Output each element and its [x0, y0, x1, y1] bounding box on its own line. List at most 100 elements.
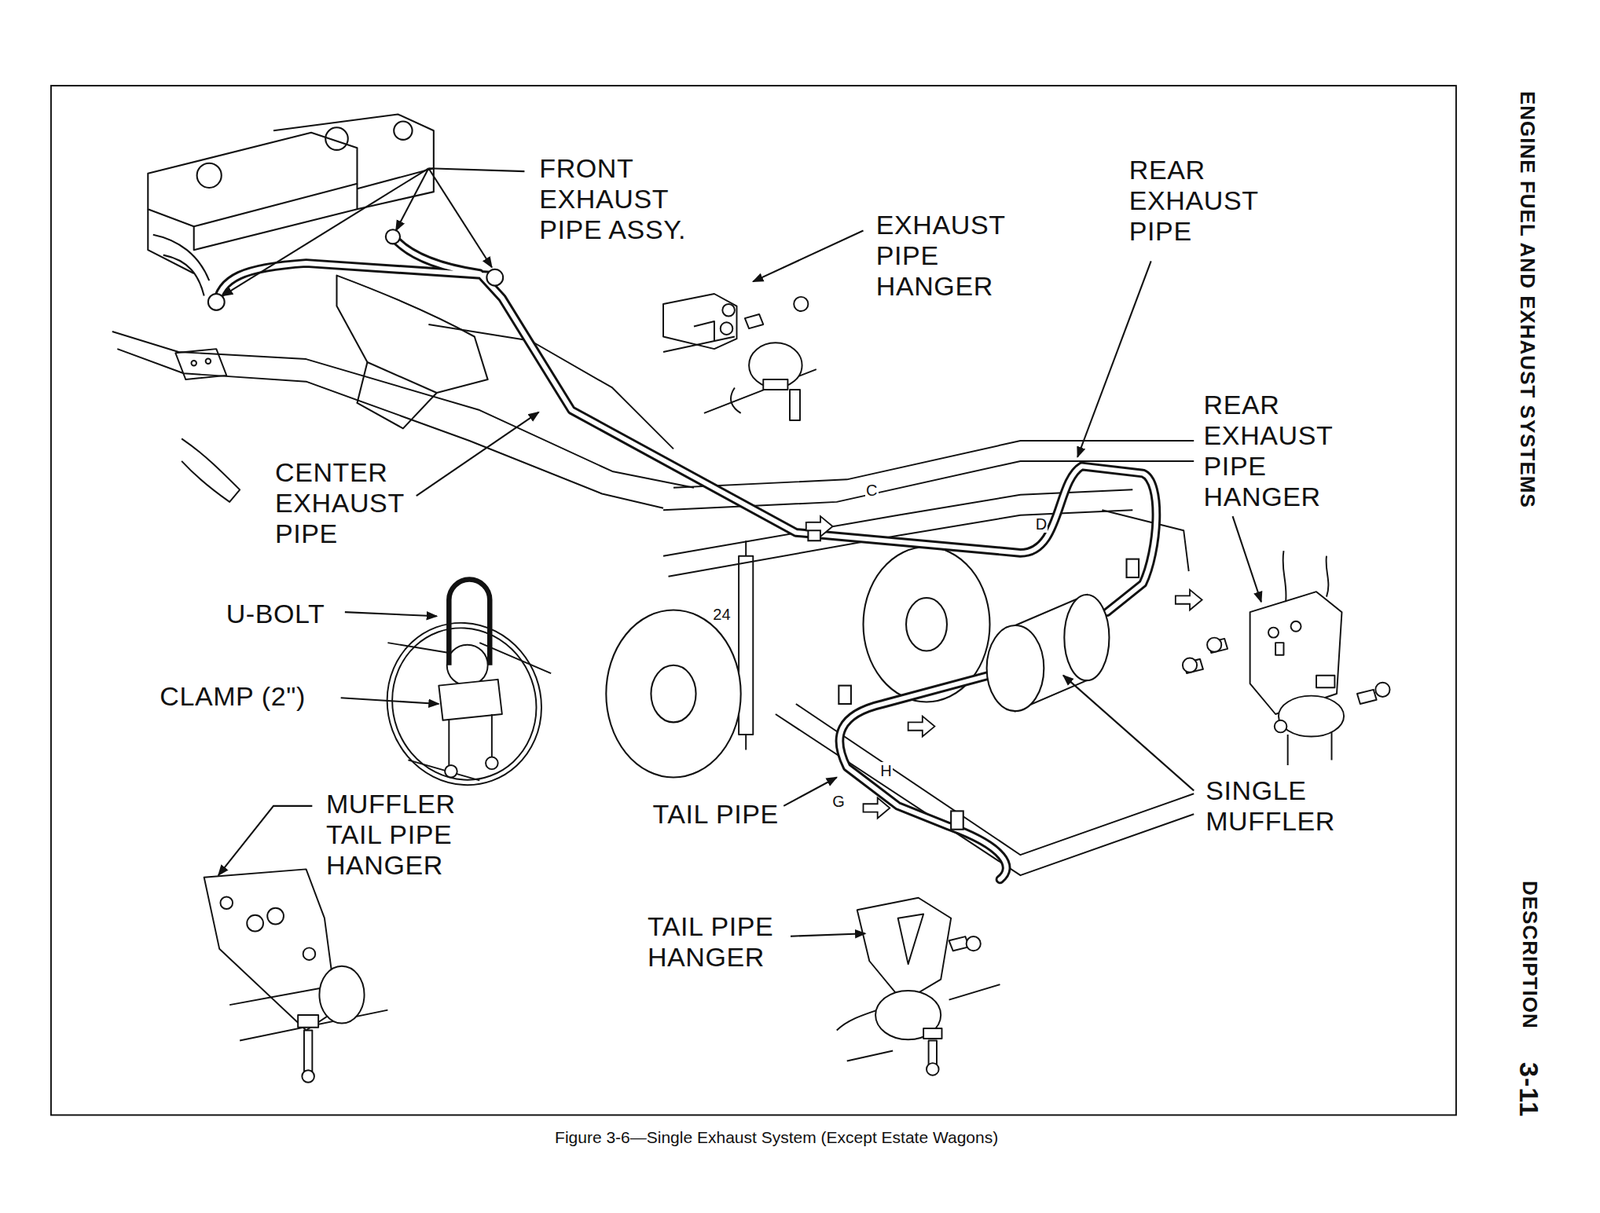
drawing-line: [898, 914, 924, 966]
drawing-line: [147, 209, 194, 274]
drawing-line: [370, 607, 558, 800]
drawing-line: [906, 598, 947, 652]
drawing-line: [220, 896, 233, 910]
part-label: REAR EXHAUST PIPE HANGER: [1202, 389, 1335, 513]
drawing-line: [393, 121, 412, 140]
drawing-line: [1274, 720, 1288, 734]
drawing-line: [838, 686, 852, 705]
leader-line: [428, 168, 492, 268]
drawing-line: [863, 797, 891, 819]
drawing-line: [216, 236, 1156, 880]
reference-letter: G: [831, 792, 846, 811]
drawing-line: [147, 132, 357, 227]
rear-exhaust-pipe-hanger-detail: [1182, 550, 1391, 766]
drawing-line: [175, 348, 227, 380]
page-number: 3-11: [1514, 1060, 1545, 1120]
drawing-line: [693, 321, 715, 342]
drawing-line: [720, 322, 734, 335]
drawing-line: [153, 234, 210, 281]
exhaust-pipes: [216, 236, 1156, 880]
leader-line: [218, 806, 312, 876]
drawing-line: [267, 908, 284, 925]
drawing-line: [325, 127, 349, 151]
drawing-line: [385, 229, 400, 244]
section-name: DESCRIPTION: [1518, 879, 1542, 1032]
drawing-line: [1375, 682, 1390, 698]
drawing-line: [301, 1070, 315, 1083]
drawing-line: [304, 1031, 312, 1072]
drawing-line: [789, 389, 800, 421]
drawing-line: [730, 387, 742, 413]
drawing-line: [387, 642, 551, 781]
drawing-line: [663, 293, 737, 349]
part-label: SINGLE MUFFLER: [1203, 775, 1337, 837]
figure-frame: [51, 85, 1457, 1116]
drawing-line: [950, 811, 964, 830]
drawing-line: [987, 625, 1045, 712]
drawing-line: [208, 293, 225, 311]
drawing-line: [1207, 638, 1222, 653]
drawing-line: [319, 966, 364, 1024]
drawing-line: [205, 358, 211, 364]
drawing-line: [1357, 689, 1377, 705]
drawing-line: [448, 714, 492, 768]
tail-pipe-hanger-detail: [836, 898, 1001, 1076]
drawing-line: [806, 516, 834, 537]
drawing-line: [448, 579, 490, 666]
exhaust-pipe-hanger-detail: [663, 293, 817, 421]
drawing-line: [163, 255, 205, 297]
drawing-line: [194, 183, 358, 250]
part-label: TAIL PIPE: [650, 799, 780, 830]
part-label: REAR EXHAUST PIPE: [1127, 154, 1260, 247]
drawing-line: [364, 601, 565, 808]
drawing-line: [1101, 510, 1189, 572]
drawing-line: [447, 645, 489, 687]
leader-line: [1233, 516, 1262, 602]
drawing-line: [923, 1028, 942, 1039]
wheel-drums: [605, 546, 990, 778]
frame-drawing: [112, 324, 1194, 876]
drawing-line: [428, 324, 674, 449]
part-label: CENTER EXHAUST PIPE: [273, 457, 406, 550]
leader-line: [1077, 260, 1151, 457]
drawing-line: [908, 716, 936, 738]
part-label: CLAMP (2"): [157, 681, 308, 712]
drawing-line: [485, 757, 499, 771]
drawing-line: [297, 1015, 319, 1028]
drawing-line: [356, 362, 437, 429]
drawing-line: [1126, 559, 1140, 578]
drawing-line: [190, 360, 196, 366]
leader-lines: [218, 168, 1262, 937]
drawing-line: [763, 379, 788, 390]
muffler: [208, 229, 1139, 830]
drawing-line: [197, 163, 222, 188]
part-label: EXHAUST PIPE HANGER: [874, 209, 1007, 302]
drawing-line: [1291, 621, 1302, 632]
drawing-line: [444, 765, 458, 778]
reference-letter: H: [879, 762, 892, 780]
drawing-line: [605, 610, 741, 778]
drawing-line: [744, 540, 747, 750]
drawing-line: [1268, 627, 1279, 639]
drawing-line: [836, 984, 1001, 1061]
part-label: U-BOLT: [224, 598, 327, 630]
drawing-line: [1275, 642, 1284, 656]
drawing-line: [722, 304, 735, 317]
drawing-line: [926, 1063, 940, 1076]
leader-line: [1063, 675, 1194, 792]
leader-line: [416, 412, 540, 496]
leader-line: [428, 168, 525, 172]
leader-line: [783, 933, 866, 937]
leader-line: [344, 612, 437, 617]
drawing-line: [744, 314, 764, 329]
reference-number: 24: [711, 605, 731, 624]
drawing-line: [303, 947, 316, 961]
drawing-line: [1175, 590, 1203, 611]
part-label: TAIL PIPE HANGER: [645, 911, 791, 973]
part-label: MUFFLER TAIL PIPE HANGER: [324, 788, 458, 881]
drawing-line: [650, 665, 696, 723]
leader-line: [341, 697, 440, 705]
section-header: ENGINE FUEL AND EXHAUST SYSTEMS: [1515, 89, 1540, 511]
reference-letter: D: [1034, 515, 1048, 533]
